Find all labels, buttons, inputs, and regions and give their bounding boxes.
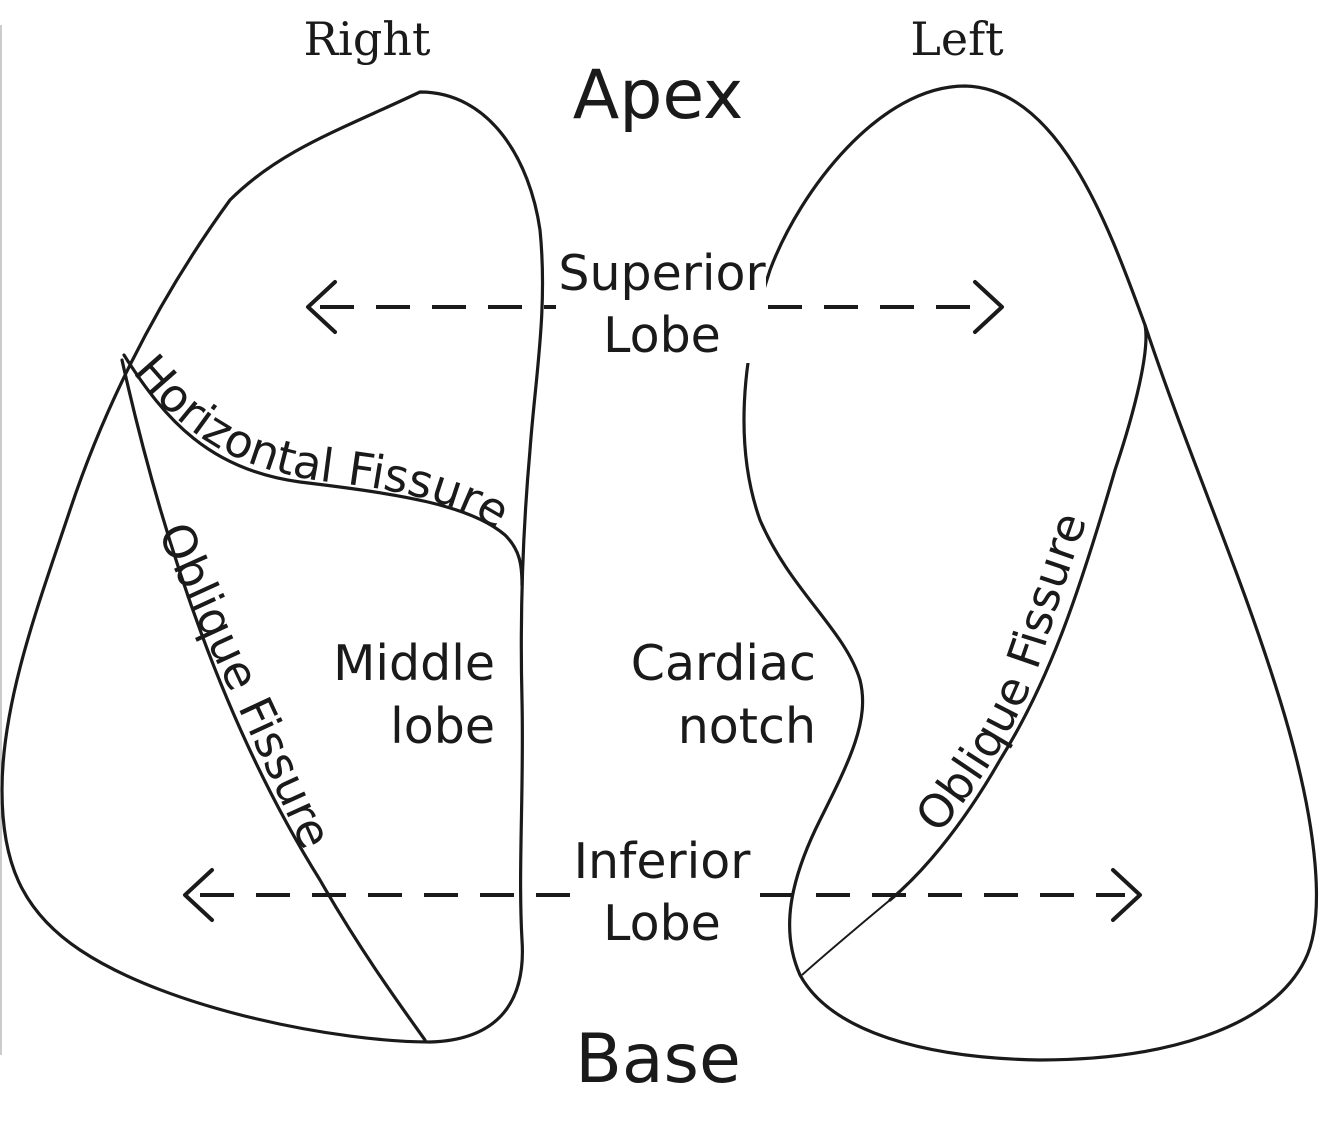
left-side-label: Left	[910, 12, 1004, 66]
superior-lobe-arrowhead-left	[306, 280, 337, 334]
superior-lobe-label-line1: Superior	[558, 245, 766, 302]
right-lung-outline	[0, 90, 545, 1044]
horizontal-fissure-label: Horizontal Fissure	[124, 344, 519, 539]
inferior-lobe-arrowhead-right	[1111, 868, 1142, 922]
right-side-label: Right	[304, 12, 431, 66]
left-lung-outline	[742, 84, 1318, 1062]
inferior-lobe-arrowhead-left	[183, 868, 214, 922]
middle-lobe-label-line1: Middle	[333, 635, 495, 692]
inferior-lobe-label-backing	[570, 835, 754, 953]
inferior-lobe-label-line1: Inferior	[574, 833, 752, 890]
superior-lobe-arrowhead-right	[973, 280, 1004, 334]
oblique-fissure-left-tail	[801, 899, 891, 976]
superior-lobe-label-backing	[556, 245, 766, 363]
base-label: Base	[575, 1020, 741, 1099]
apex-label: Apex	[573, 56, 744, 135]
superior-lobe-label-line2: Lobe	[603, 307, 721, 364]
middle-lobe-label-line2: lobe	[390, 698, 495, 755]
cardiac-notch-label-line2: notch	[678, 698, 816, 755]
oblique-fissure-right-label: Oblique Fissure	[148, 515, 343, 857]
cardiac-notch-label-line1: Cardiac	[631, 635, 816, 692]
oblique-fissure-left-label: Oblique Fissure	[905, 506, 1098, 842]
oblique-fissure-left-line	[888, 323, 1148, 902]
horizontal-fissure-line	[122, 353, 524, 587]
inferior-lobe-label-line2: Lobe	[603, 895, 721, 952]
oblique-fissure-right-line	[120, 358, 427, 1042]
